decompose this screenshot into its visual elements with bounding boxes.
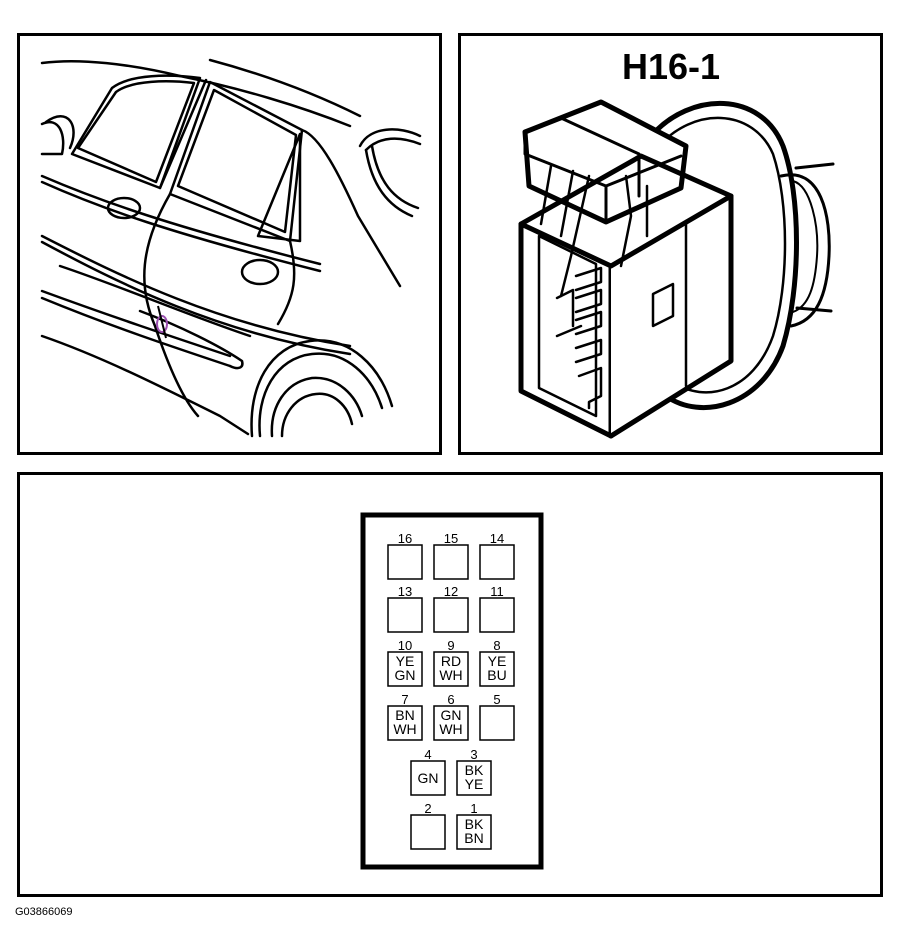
pin-cavity-box [433, 597, 469, 633]
pin-number: 15 [444, 531, 458, 546]
pin-number: 11 [490, 584, 504, 599]
pin-cavity-14: 14 [479, 531, 515, 580]
wire-color-label: BN [464, 830, 483, 846]
pin-number: 16 [398, 531, 412, 546]
connector-illustration-panel: H16-1 [458, 33, 883, 455]
wire-color-label: GN [395, 667, 416, 683]
pin-cavity-16: 16 [387, 531, 423, 580]
pin-number: 9 [447, 638, 454, 653]
pin-number: 1 [470, 801, 477, 816]
connector-housing-drawing [518, 99, 835, 439]
pin-number: 4 [424, 747, 431, 762]
connector-title: H16-1 [621, 46, 721, 87]
pin-cavity-box [387, 651, 423, 687]
wire-color-label: BK [465, 816, 484, 832]
pin-cavity-box [387, 705, 423, 741]
pin-number: 7 [401, 692, 408, 707]
wire-color-label: YE [465, 776, 484, 792]
pin-cavity-4: 4GN [410, 747, 446, 796]
pin-number: 5 [493, 692, 500, 707]
pin-cavity-box [387, 597, 423, 633]
figure-id: G03866069 [15, 906, 73, 918]
pin-cavity-2: 2 [410, 801, 446, 850]
wire-color-label: YE [488, 653, 507, 669]
pin-number: 10 [398, 638, 412, 653]
wire-color-label: GN [418, 770, 439, 786]
wire-color-label: RD [441, 653, 461, 669]
wire-color-label: BK [465, 762, 484, 778]
pin-number: 6 [447, 692, 454, 707]
connector-face-outline [360, 512, 544, 870]
pin-cavity-box [433, 544, 469, 580]
pin-cavity-box [433, 705, 469, 741]
pin-number: 8 [493, 638, 500, 653]
pin-number: 13 [398, 584, 412, 599]
connector-location-marker [156, 305, 168, 339]
pin-cavity-box [387, 544, 423, 580]
pin-number: 14 [490, 531, 504, 546]
pin-number: 2 [424, 801, 431, 816]
pin-cavity-box [456, 814, 492, 850]
wire-color-label: WH [439, 721, 462, 737]
pin-cavity-13: 13 [387, 584, 423, 633]
wire-color-label: GN [441, 707, 462, 723]
pin-cavity-12: 12 [433, 584, 469, 633]
pin-cavity-box [479, 597, 515, 633]
pin-cavity-box [410, 814, 446, 850]
wire-color-label: WH [393, 721, 416, 737]
wire-color-label: BU [487, 667, 506, 683]
pin-cavity-box [479, 651, 515, 687]
pin-cavity-box [410, 760, 446, 796]
pin-number: 12 [444, 584, 458, 599]
pin-cavity-5: 5 [479, 692, 515, 741]
wire-color-label: BN [395, 707, 414, 723]
pin-cavity-box [479, 544, 515, 580]
pin-number: 3 [470, 747, 477, 762]
pin-cavity-15: 15 [433, 531, 469, 580]
pin-cavity-11: 11 [479, 584, 515, 633]
pin-cavity-box [456, 760, 492, 796]
pin-cavity-box [479, 705, 515, 741]
vehicle-side-illustration [40, 58, 422, 438]
wire-color-label: YE [396, 653, 415, 669]
wire-color-label: WH [439, 667, 462, 683]
pin-cavity-box [433, 651, 469, 687]
vehicle-location-panel [17, 33, 442, 455]
